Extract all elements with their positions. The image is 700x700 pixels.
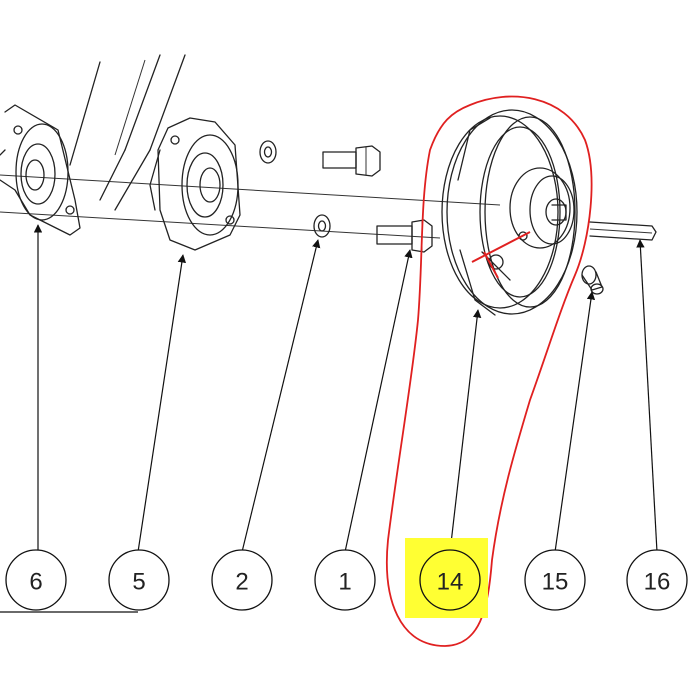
leader-1 <box>344 249 413 553</box>
callout-2[interactable]: 2 <box>211 549 273 611</box>
callout-1[interactable]: 1 <box>314 549 376 611</box>
leader-2 <box>241 239 321 553</box>
center-lines <box>0 174 501 239</box>
leader-14 <box>449 309 482 553</box>
bolt-part-1-upper <box>322 145 381 177</box>
callout-14[interactable]: 14 <box>419 549 481 611</box>
callout-16[interactable]: 16 <box>626 549 688 611</box>
callout-6-label: 6 <box>29 569 42 596</box>
callout-16-label: 16 <box>644 569 671 596</box>
leader-15 <box>554 291 596 553</box>
leader-lines <box>0 224 658 613</box>
leader-16 <box>636 239 658 553</box>
frame-lines <box>69 54 186 211</box>
flange-bearing-part-5 <box>149 117 241 251</box>
pulley-part-14 <box>441 109 578 316</box>
callout-5[interactable]: 5 <box>108 549 170 611</box>
callout-14-label: 14 <box>437 569 464 596</box>
shaft-key-part-16 <box>589 221 657 241</box>
callout-15-label: 15 <box>542 569 569 596</box>
callout-2-label: 2 <box>235 569 248 596</box>
washer-part-2-lower <box>313 214 331 238</box>
leader-5 <box>137 254 187 553</box>
grub-screw-part-15 <box>581 265 604 295</box>
callout-15[interactable]: 15 <box>524 549 586 611</box>
washer-part-2-upper <box>259 140 277 164</box>
callout-5-label: 5 <box>132 569 145 596</box>
callout-6[interactable]: 6 <box>5 549 67 611</box>
red-annotation-outline <box>386 95 593 647</box>
flange-bearing-part-6 <box>0 104 81 236</box>
callout-1-label: 1 <box>338 569 351 596</box>
